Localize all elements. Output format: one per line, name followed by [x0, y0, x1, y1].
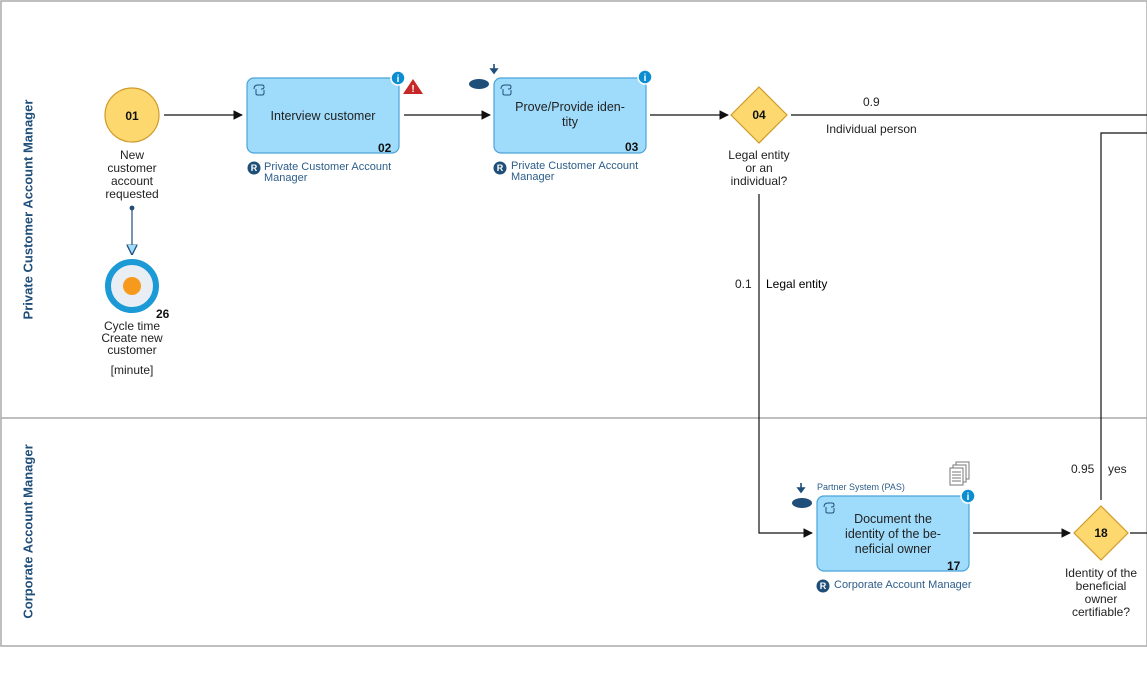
task-document-system: Partner System (PAS): [817, 482, 905, 492]
info-icon-glyph: i: [967, 492, 970, 503]
task-document-label: Document the identity of the be- neficia…: [845, 511, 941, 556]
task-interview-role: Private Customer Account Manager: [264, 161, 392, 184]
start-event-label: New customer account requested: [105, 148, 159, 201]
info-icon[interactable]: [637, 69, 653, 85]
role-badge-icon: [816, 579, 830, 593]
gateway-04-label: Legal entity or an individual?: [728, 148, 790, 188]
gateway-04-diamond[interactable]: [730, 86, 788, 144]
flow-legal-entity: [758, 194, 813, 538]
start-event-number: 01: [125, 109, 139, 123]
user-task-icon: [253, 84, 265, 96]
user-task-icon: [823, 502, 835, 514]
flow-yes-probability: 0.95: [1071, 462, 1095, 476]
task-document-role: Corporate Account Manager: [834, 579, 972, 591]
task-interview-box[interactable]: [246, 77, 400, 154]
task-prove-number: 03: [625, 140, 639, 154]
role-badge-icon: [247, 161, 261, 175]
gateway-18-diamond[interactable]: [1073, 505, 1129, 561]
flow-legal-probability: 0.1: [735, 277, 752, 291]
flow-individual-label: Individual person: [826, 122, 917, 136]
warning-icon[interactable]: [403, 79, 423, 94]
data-input-arrow-icon: [489, 64, 499, 75]
gateway-18-label: Identity of the beneficial owner certifi…: [1064, 566, 1138, 619]
task-interview-label: Interview customer: [270, 108, 376, 123]
user-task-icon: [500, 84, 512, 96]
task-document-box[interactable]: [816, 495, 970, 572]
task-interview-number: 02: [378, 141, 392, 155]
data-store-ellipse-icon: [792, 498, 812, 508]
kpi-event-label: Cycle time Create new customer: [101, 319, 163, 357]
task-prove-label: Prove/Provide iden- tity: [515, 100, 625, 129]
task-document-number: 17: [947, 559, 961, 573]
kpi-event-number: 26: [156, 307, 170, 321]
kpi-event-dot: [123, 277, 141, 295]
role-badge-letter: R: [820, 581, 827, 591]
kpi-event-unit: [minute]: [110, 363, 154, 377]
process-diagram-canvas: i i i ! 01 04 18 R R R: [0, 0, 1147, 647]
data-store-ellipse-icon: [469, 79, 489, 89]
lane-title-private: Private Customer Account Manager: [20, 99, 36, 320]
data-input-arrow-icon: [796, 483, 806, 494]
document-stack-icon: [949, 461, 970, 486]
role-badge-letter: R: [497, 163, 504, 173]
gateway-04-number: 04: [752, 108, 766, 122]
task-prove-box[interactable]: [493, 77, 647, 154]
info-icon[interactable]: [960, 488, 976, 504]
gateway-18-number: 18: [1094, 526, 1108, 540]
lane-title-corporate: Corporate Account Manager: [20, 444, 36, 619]
info-icon[interactable]: [390, 70, 406, 86]
warning-icon-glyph: !: [411, 84, 414, 95]
pool-border: [0, 0, 1147, 647]
flow-individual-probability: 0.9: [863, 95, 880, 109]
flow-yes: [1100, 132, 1147, 500]
start-event-circle[interactable]: [104, 87, 160, 143]
role-badge-letter: R: [251, 163, 258, 173]
info-icon-glyph: i: [644, 73, 647, 84]
info-icon-glyph: i: [397, 74, 400, 85]
role-badge-icon: [493, 161, 507, 175]
flow-yes-label: yes: [1108, 462, 1127, 476]
task-prove-role: Private Customer Account Manager: [511, 160, 639, 183]
flow-legal-label: Legal entity: [766, 277, 828, 291]
